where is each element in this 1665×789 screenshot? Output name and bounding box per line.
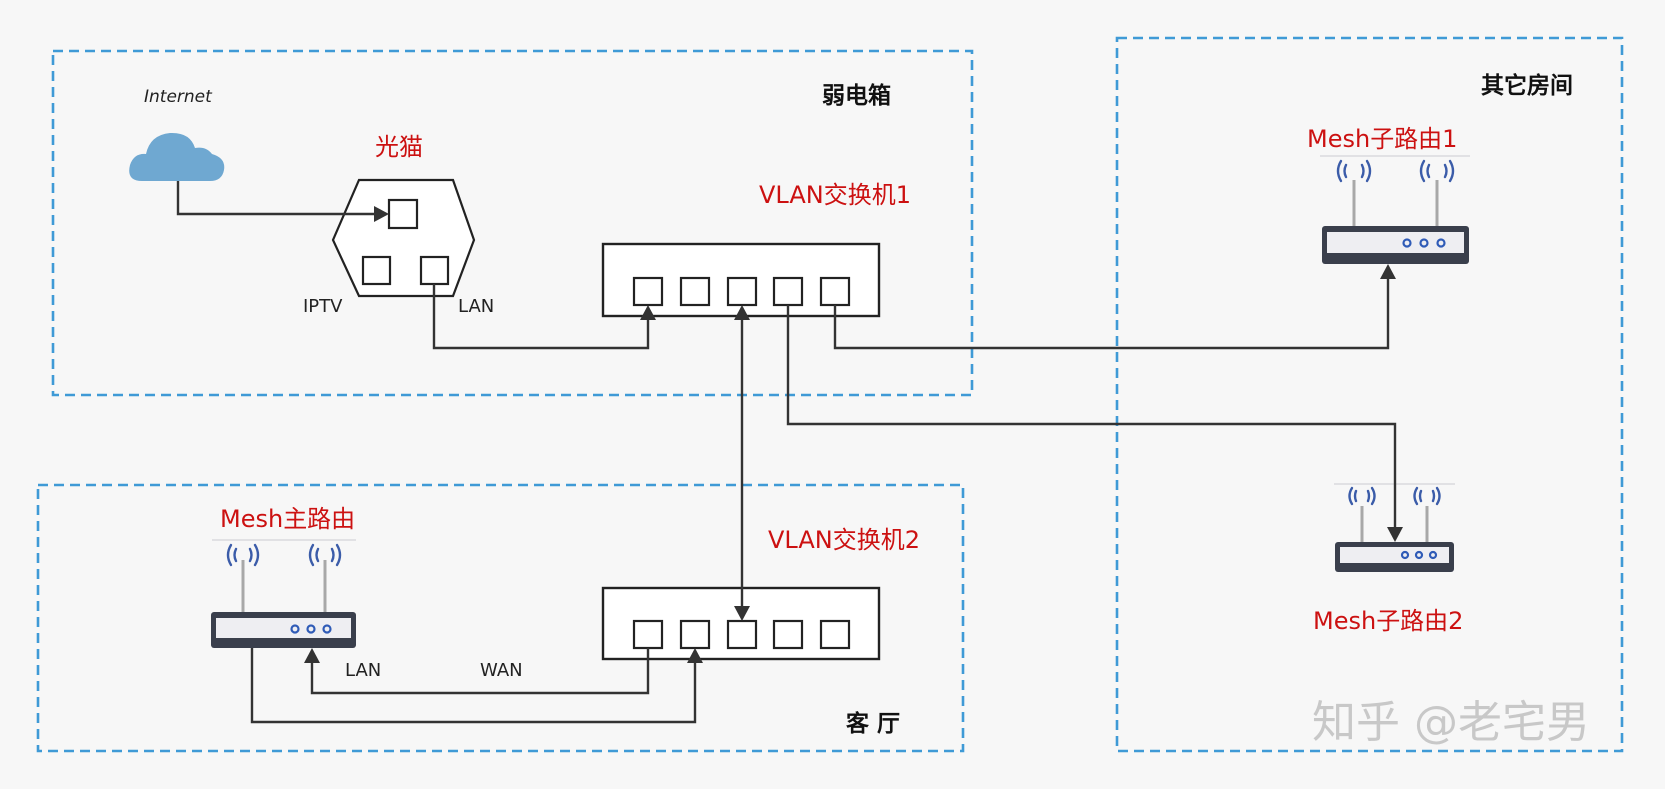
switch2-port-5 (819, 619, 851, 650)
wifi-router-icon (211, 539, 356, 648)
switch2-port-1 (632, 619, 664, 650)
cloud-icon (129, 132, 225, 181)
internet-label: Internet (144, 87, 213, 107)
modem-label: 光猫 (375, 133, 423, 161)
arrow-main-router-wan-to-switch2 (687, 648, 703, 663)
network-switch-icon (601, 242, 881, 318)
switch1-port-2 (679, 276, 711, 307)
modem-body (331, 178, 476, 298)
switch1-port-5 (819, 276, 851, 307)
arrow-switch2-to-main-router-lan (304, 648, 320, 663)
switch1-port-4 (772, 276, 804, 307)
sub-router1-label: Mesh子路由1 (1307, 125, 1457, 153)
arrow-switch1-to-switch2-down (734, 606, 750, 621)
switch1-port-1 (632, 276, 664, 307)
antenna-icon (1360, 506, 1429, 542)
antenna-icon (241, 560, 327, 612)
watermark: 知乎 @老宅男 (1312, 697, 1590, 748)
wire-main-router-wan-to-switch2 (250, 648, 697, 724)
wifi-router-icon (1334, 483, 1455, 572)
wire-switch1-to-sub-router1 (833, 276, 1390, 350)
switch1-label: VLAN交换机1 (759, 181, 911, 209)
optical-modem-icon (331, 178, 476, 298)
zone-cabinet-title: 弱电箱 (822, 82, 891, 109)
arrow-switch1-to-sub-router2 (1387, 527, 1403, 542)
wifi-router-icon (1320, 155, 1470, 264)
antenna-icon (1352, 180, 1439, 226)
arrow-internet-to-modem (374, 206, 389, 222)
switch2-label: VLAN交换机2 (768, 526, 920, 554)
main-router-label: Mesh主路由 (220, 505, 355, 533)
modem-port-iptv (361, 255, 392, 286)
wire-modem-lan-to-switch1 (432, 284, 650, 350)
arrow-modem-lan-to-switch1 (640, 305, 656, 320)
zone-living-room-box (36, 483, 965, 753)
modem-lan-label: LAN (458, 296, 494, 317)
switch2-port-2 (679, 619, 711, 650)
switch1-port-3 (726, 276, 758, 307)
sub-router2-label: Mesh子路由2 (1313, 607, 1463, 635)
zone-living-room-title: 客 厅 (846, 710, 900, 737)
main-router-wan-label: WAN (480, 660, 523, 681)
zone-other-rooms-title: 其它房间 (1481, 72, 1573, 99)
main-router-lan-label: LAN (345, 660, 381, 681)
modem-iptv-label: IPTV (303, 296, 343, 317)
arrow-switch1-to-switch2-up (734, 305, 750, 320)
switch2-port-3 (726, 619, 758, 650)
wire-internet-to-modem (176, 181, 378, 216)
modem-port-upstream (387, 198, 419, 230)
arrow-switch1-to-sub-router1 (1380, 264, 1396, 279)
wire-switch1-to-sub-router2 (786, 305, 1397, 530)
zone-cabinet-box (51, 49, 974, 397)
switch2-port-4 (772, 619, 804, 650)
wire-switch2-to-main-router-lan (310, 648, 650, 695)
modem-port-lan (419, 255, 450, 286)
